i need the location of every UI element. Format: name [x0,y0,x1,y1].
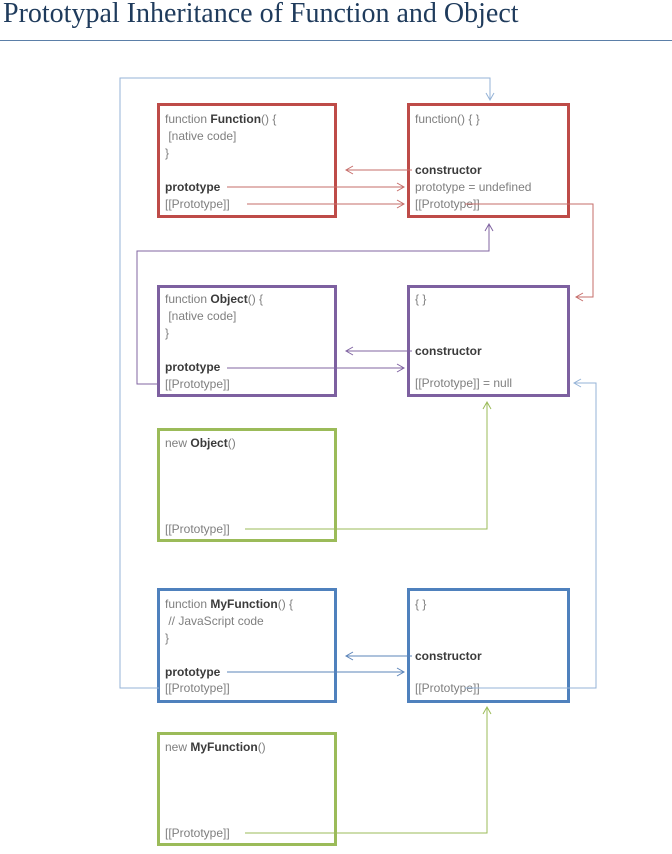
new-object-box-protolink-label: [[Prototype]] [165,522,230,536]
signature-tail: () { [277,597,294,611]
object-box-signature: function Object() { [165,291,332,307]
arrow-objectproto-constructor-to-object [344,346,412,356]
keyword: new [165,740,191,754]
myfunction-box-signature: function MyFunction() { [165,596,332,612]
object-box-protolink-label: [[Prototype]] [165,377,230,391]
function-box-close-brace: } [165,146,170,160]
object-box: function Object() { [native code] } prot… [157,285,337,397]
signature-tail: () { [247,292,264,306]
arrow-functionproto-constructor-to-function [344,165,412,175]
function-prototype-box: function() { } constructor prototype = u… [407,103,570,218]
constructor-name: MyFunction [190,740,258,754]
function-box-signature: function Function() { [165,111,332,127]
function-prototype-box-protolink-label: [[Prototype]] [415,197,480,211]
keyword: function [165,112,211,126]
signature-tail: () [227,436,236,450]
new-object-box-header: new Object() [165,435,332,451]
signature-tail: () [257,740,266,754]
constructor-name: Object [190,436,228,450]
function-name: Object [210,292,248,306]
object-box-body: [native code] [165,309,237,323]
function-box: function Function() { [native code] } pr… [157,103,337,218]
myfunction-prototype-box-header: { } [415,597,427,611]
myfunction-prototype-box: { } constructor [[Prototype]] [407,588,570,703]
function-prototype-box-constructor-label: constructor [415,163,482,177]
page-title: Prototypal Inheritance of Function and O… [3,0,519,29]
new-myfunction-box-header: new MyFunction() [165,739,332,755]
myfunction-box-body: // JavaScript code [165,614,264,628]
myfunction-box-prototype-label: prototype [165,665,221,679]
object-prototype-box-constructor-label: constructor [415,344,482,358]
object-box-prototype-label: prototype [165,360,221,374]
new-object-box: new Object() [[Prototype]] [157,428,337,542]
signature-tail: () { [261,112,277,126]
title-underline [0,40,672,41]
arrow-myfunctionproto-constructor-to-myfunction [344,651,412,661]
object-prototype-box-protolink-label: [[Prototype]] = null [415,376,513,390]
myfunction-box-close-brace: } [165,631,170,645]
myfunction-box-protolink-label: [[Prototype]] [165,681,230,695]
keyword: new [165,436,191,450]
function-box-prototype-label: prototype [165,180,221,194]
function-name: MyFunction [210,597,278,611]
function-name: Function [210,112,262,126]
object-prototype-box-header: { } [415,292,427,306]
object-box-close-brace: } [165,326,170,340]
new-myfunction-box-protolink-label: [[Prototype]] [165,826,230,840]
myfunction-prototype-box-protolink-label: [[Prototype]] [415,681,480,695]
object-prototype-box: { } constructor [[Prototype]] = null [407,285,570,397]
function-box-protolink-label: [[Prototype]] [165,197,230,211]
function-box-body: [native code] [165,129,237,143]
function-prototype-box-prototype-label: prototype = undefined [415,180,532,194]
myfunction-box: function MyFunction() { // JavaScript co… [157,588,337,703]
function-prototype-box-header: function() { } [415,112,480,126]
new-myfunction-box: new MyFunction() [[Prototype]] [157,732,337,846]
keyword: function [165,292,211,306]
myfunction-prototype-box-constructor-label: constructor [415,649,482,663]
keyword: function [165,597,211,611]
